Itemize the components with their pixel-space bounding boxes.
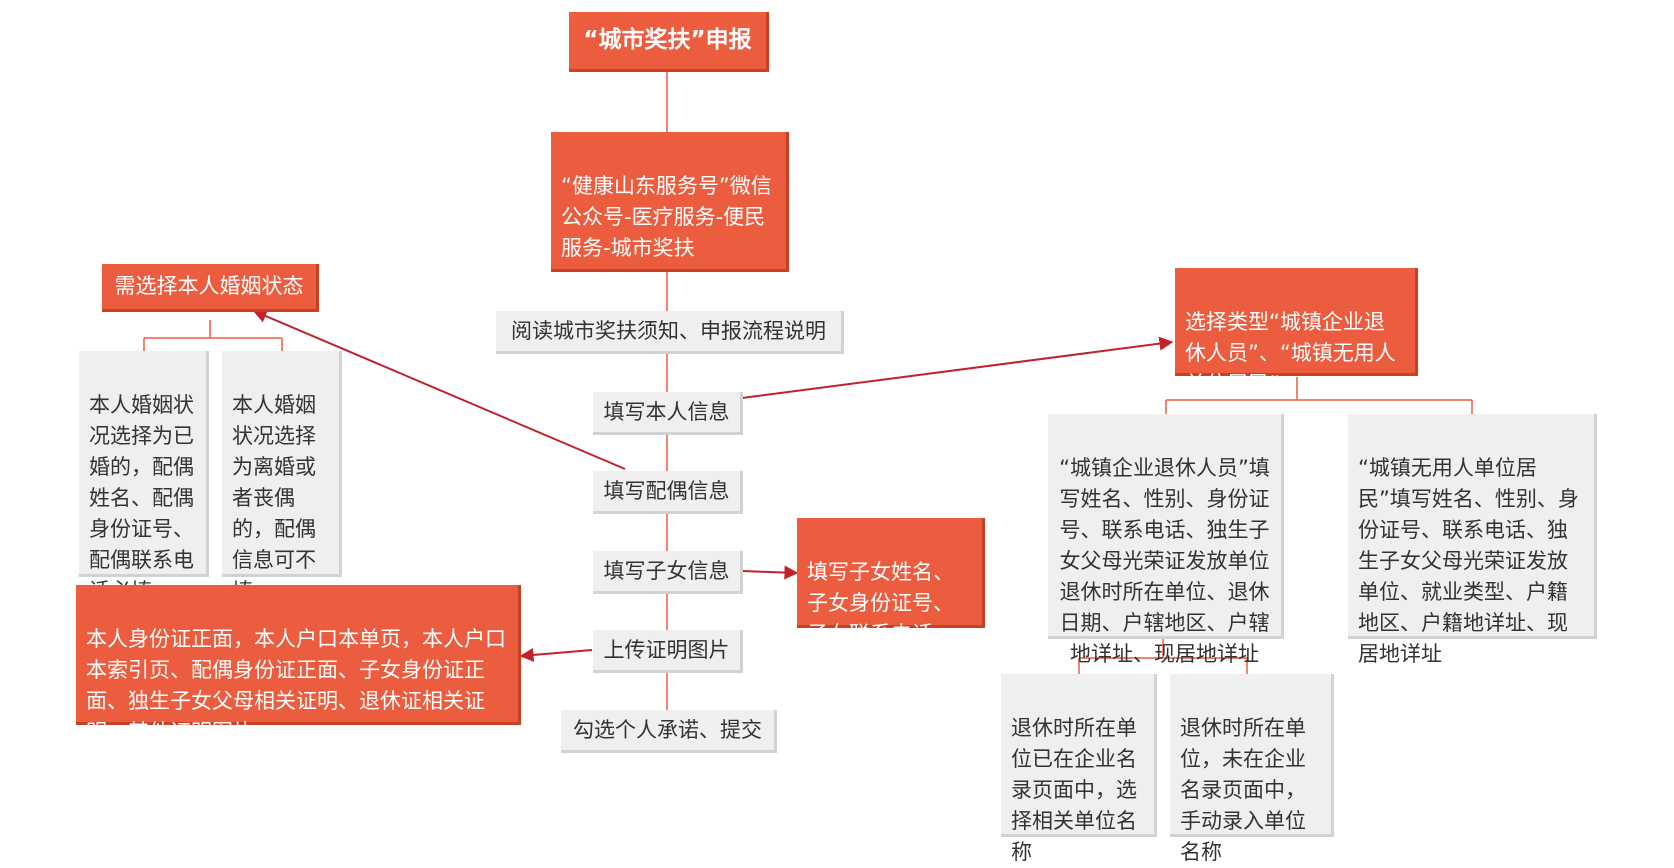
step-spouse-info: 填写配偶信息 bbox=[593, 471, 743, 514]
step-children-info: 填写子女信息 bbox=[593, 551, 743, 594]
root-label: “城市奖扶”申报 bbox=[583, 27, 752, 53]
step-submit: 勾选个人承诺、提交 bbox=[561, 710, 777, 753]
arrow-to-marital bbox=[252, 309, 626, 470]
marital-single-node: 本人婚姻状况选择为离婚或者丧偶的，配偶信息可不填 bbox=[222, 351, 342, 603]
step-submit-label: 勾选个人承诺、提交 bbox=[573, 717, 762, 742]
marital-single-text: 本人婚姻状况选择为离婚或者丧偶的，配偶信息可不填 bbox=[232, 393, 316, 603]
upload-info-node: 本人身份证正面，本人户口本单页，本人户口本索引页、配偶身份证正面、子女身份证正面… bbox=[76, 585, 521, 744]
step-upload: 上传证明图片 bbox=[593, 630, 743, 673]
step-self-info: 填写本人信息 bbox=[593, 392, 743, 435]
entry-node: “健康山东服务号”微信公众号-医疗服务-便民服务-城市奖扶 bbox=[551, 132, 789, 272]
step-read-guide-label: 阅读城市奖扶须知、申报流程说明 bbox=[511, 318, 826, 343]
entry-label: “健康山东服务号”微信公众号-医疗服务-便民服务-城市奖扶 bbox=[561, 174, 772, 260]
unit-unlisted-text: 退休时所在单位，未在企业名录页面中，手动录入单位名称 bbox=[1180, 716, 1306, 864]
marital-status-label: 需选择本人婚姻状态 bbox=[114, 274, 304, 298]
arrow-to-children bbox=[741, 565, 799, 580]
step-self-info-label: 填写本人信息 bbox=[603, 399, 730, 424]
step-read-guide: 阅读城市奖扶须知、申报流程说明 bbox=[496, 311, 844, 354]
type-select-label: 选择类型“城镇企业退休人员”、“城镇无用人单位居民” bbox=[1185, 310, 1396, 396]
step-children-info-label: 填写子女信息 bbox=[603, 558, 730, 583]
marital-status-node: 需选择本人婚姻状态 bbox=[102, 264, 319, 312]
root-node: “城市奖扶”申报 bbox=[569, 12, 769, 72]
step-upload-label: 上传证明图片 bbox=[603, 637, 730, 662]
marital-married-node: 本人婚姻状况选择为已婚的，配偶姓名、配偶身份证号、配偶联系电话必填 bbox=[79, 351, 209, 603]
upload-info-text: 本人身份证正面，本人户口本单页，本人户口本索引页、配偶身份证正面、子女身份证正面… bbox=[86, 627, 506, 744]
unit-unlisted-node: 退休时所在单位，未在企业名录页面中，手动录入单位名称 bbox=[1170, 674, 1334, 864]
children-info-text: 填写子女姓名、子女身份证号、子女联系电话 bbox=[807, 560, 954, 646]
step-spouse-info-label: 填写配偶信息 bbox=[603, 478, 730, 503]
type-select-node: 选择类型“城镇企业退休人员”、“城镇无用人单位居民” bbox=[1175, 268, 1418, 396]
unit-listed-text: 退休时所在单位已在企业名录页面中，选择相关单位名称 bbox=[1011, 716, 1137, 864]
enterprise-retiree-text: “城镇企业退休人员”填写姓名、性别、身份证号、联系电话、独生子女父母光荣证发放单… bbox=[1059, 456, 1270, 666]
urban-resident-node: “城镇无用人单位居民”填写姓名、性别、身份证号、联系电话、独生子女父母光荣证发放… bbox=[1348, 414, 1597, 666]
arrow-to-upload bbox=[519, 647, 593, 662]
unit-listed-node: 退休时所在单位已在企业名录页面中，选择相关单位名称 bbox=[1001, 674, 1157, 864]
marital-married-text: 本人婚姻状况选择为已婚的，配偶姓名、配偶身份证号、配偶联系电话必填 bbox=[89, 393, 194, 603]
children-info-node: 填写子女姓名、子女身份证号、子女联系电话 bbox=[797, 518, 985, 646]
arrow-to-type bbox=[741, 336, 1174, 399]
urban-resident-text: “城镇无用人单位居民”填写姓名、性别、身份证号、联系电话、独生子女父母光荣证发放… bbox=[1358, 456, 1579, 666]
enterprise-retiree-node: “城镇企业退休人员”填写姓名、性别、身份证号、联系电话、独生子女父母光荣证发放单… bbox=[1048, 414, 1284, 666]
